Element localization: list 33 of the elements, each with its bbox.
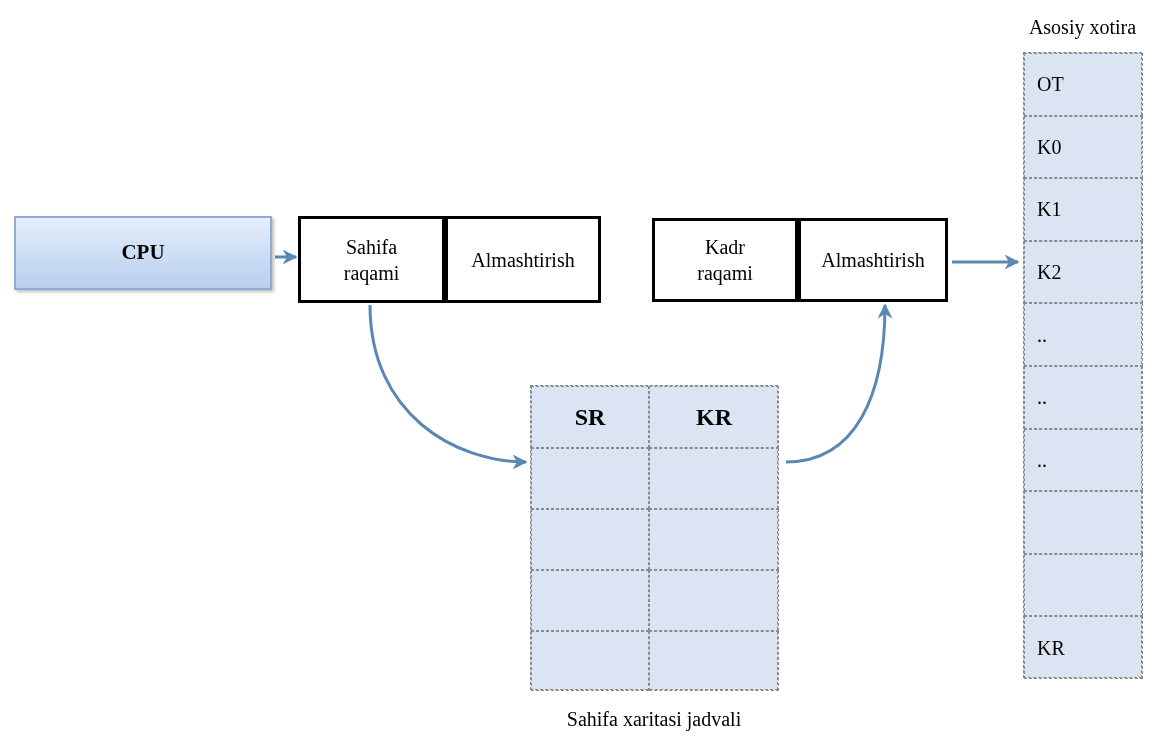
arrow	[952, 254, 1020, 270]
table-cell	[531, 448, 649, 509]
memory-column	[1023, 52, 1142, 678]
address-field-box: Sahifa raqami	[298, 216, 445, 303]
arrow	[368, 304, 528, 469]
table-cell	[649, 448, 779, 509]
memory-cell: ..	[1024, 303, 1143, 366]
table-cell	[649, 631, 779, 691]
table-cell	[649, 509, 779, 570]
memory-cell	[1024, 491, 1143, 554]
page-table	[530, 385, 778, 690]
memory-cell	[1024, 553, 1143, 617]
memory-cell: K1	[1024, 178, 1143, 241]
address-field-box: Kadr raqami	[652, 218, 798, 302]
table-caption: Sahifa xaritasi jadvali	[565, 707, 743, 733]
memory-cell: K0	[1024, 115, 1143, 179]
table-cell	[649, 570, 779, 631]
memory-cell: K2	[1024, 240, 1143, 304]
arrow	[785, 303, 893, 464]
memory-cell: OT	[1024, 53, 1143, 116]
table-header-cell: KR	[649, 386, 779, 448]
memory-cell: ..	[1024, 428, 1143, 492]
address-field-box: Almashtirish	[445, 216, 601, 303]
table-header-cell: SR	[531, 386, 649, 448]
table-cell	[531, 570, 649, 631]
memory-cell: KR	[1024, 616, 1143, 679]
memory-cell: ..	[1024, 366, 1143, 429]
address-field-box: Almashtirish	[798, 218, 948, 302]
cpu-box: CPU	[14, 216, 272, 290]
table-cell	[531, 509, 649, 570]
arrow	[275, 249, 298, 265]
table-cell	[531, 631, 649, 691]
memory-title: Asosiy xotira	[1027, 15, 1138, 41]
